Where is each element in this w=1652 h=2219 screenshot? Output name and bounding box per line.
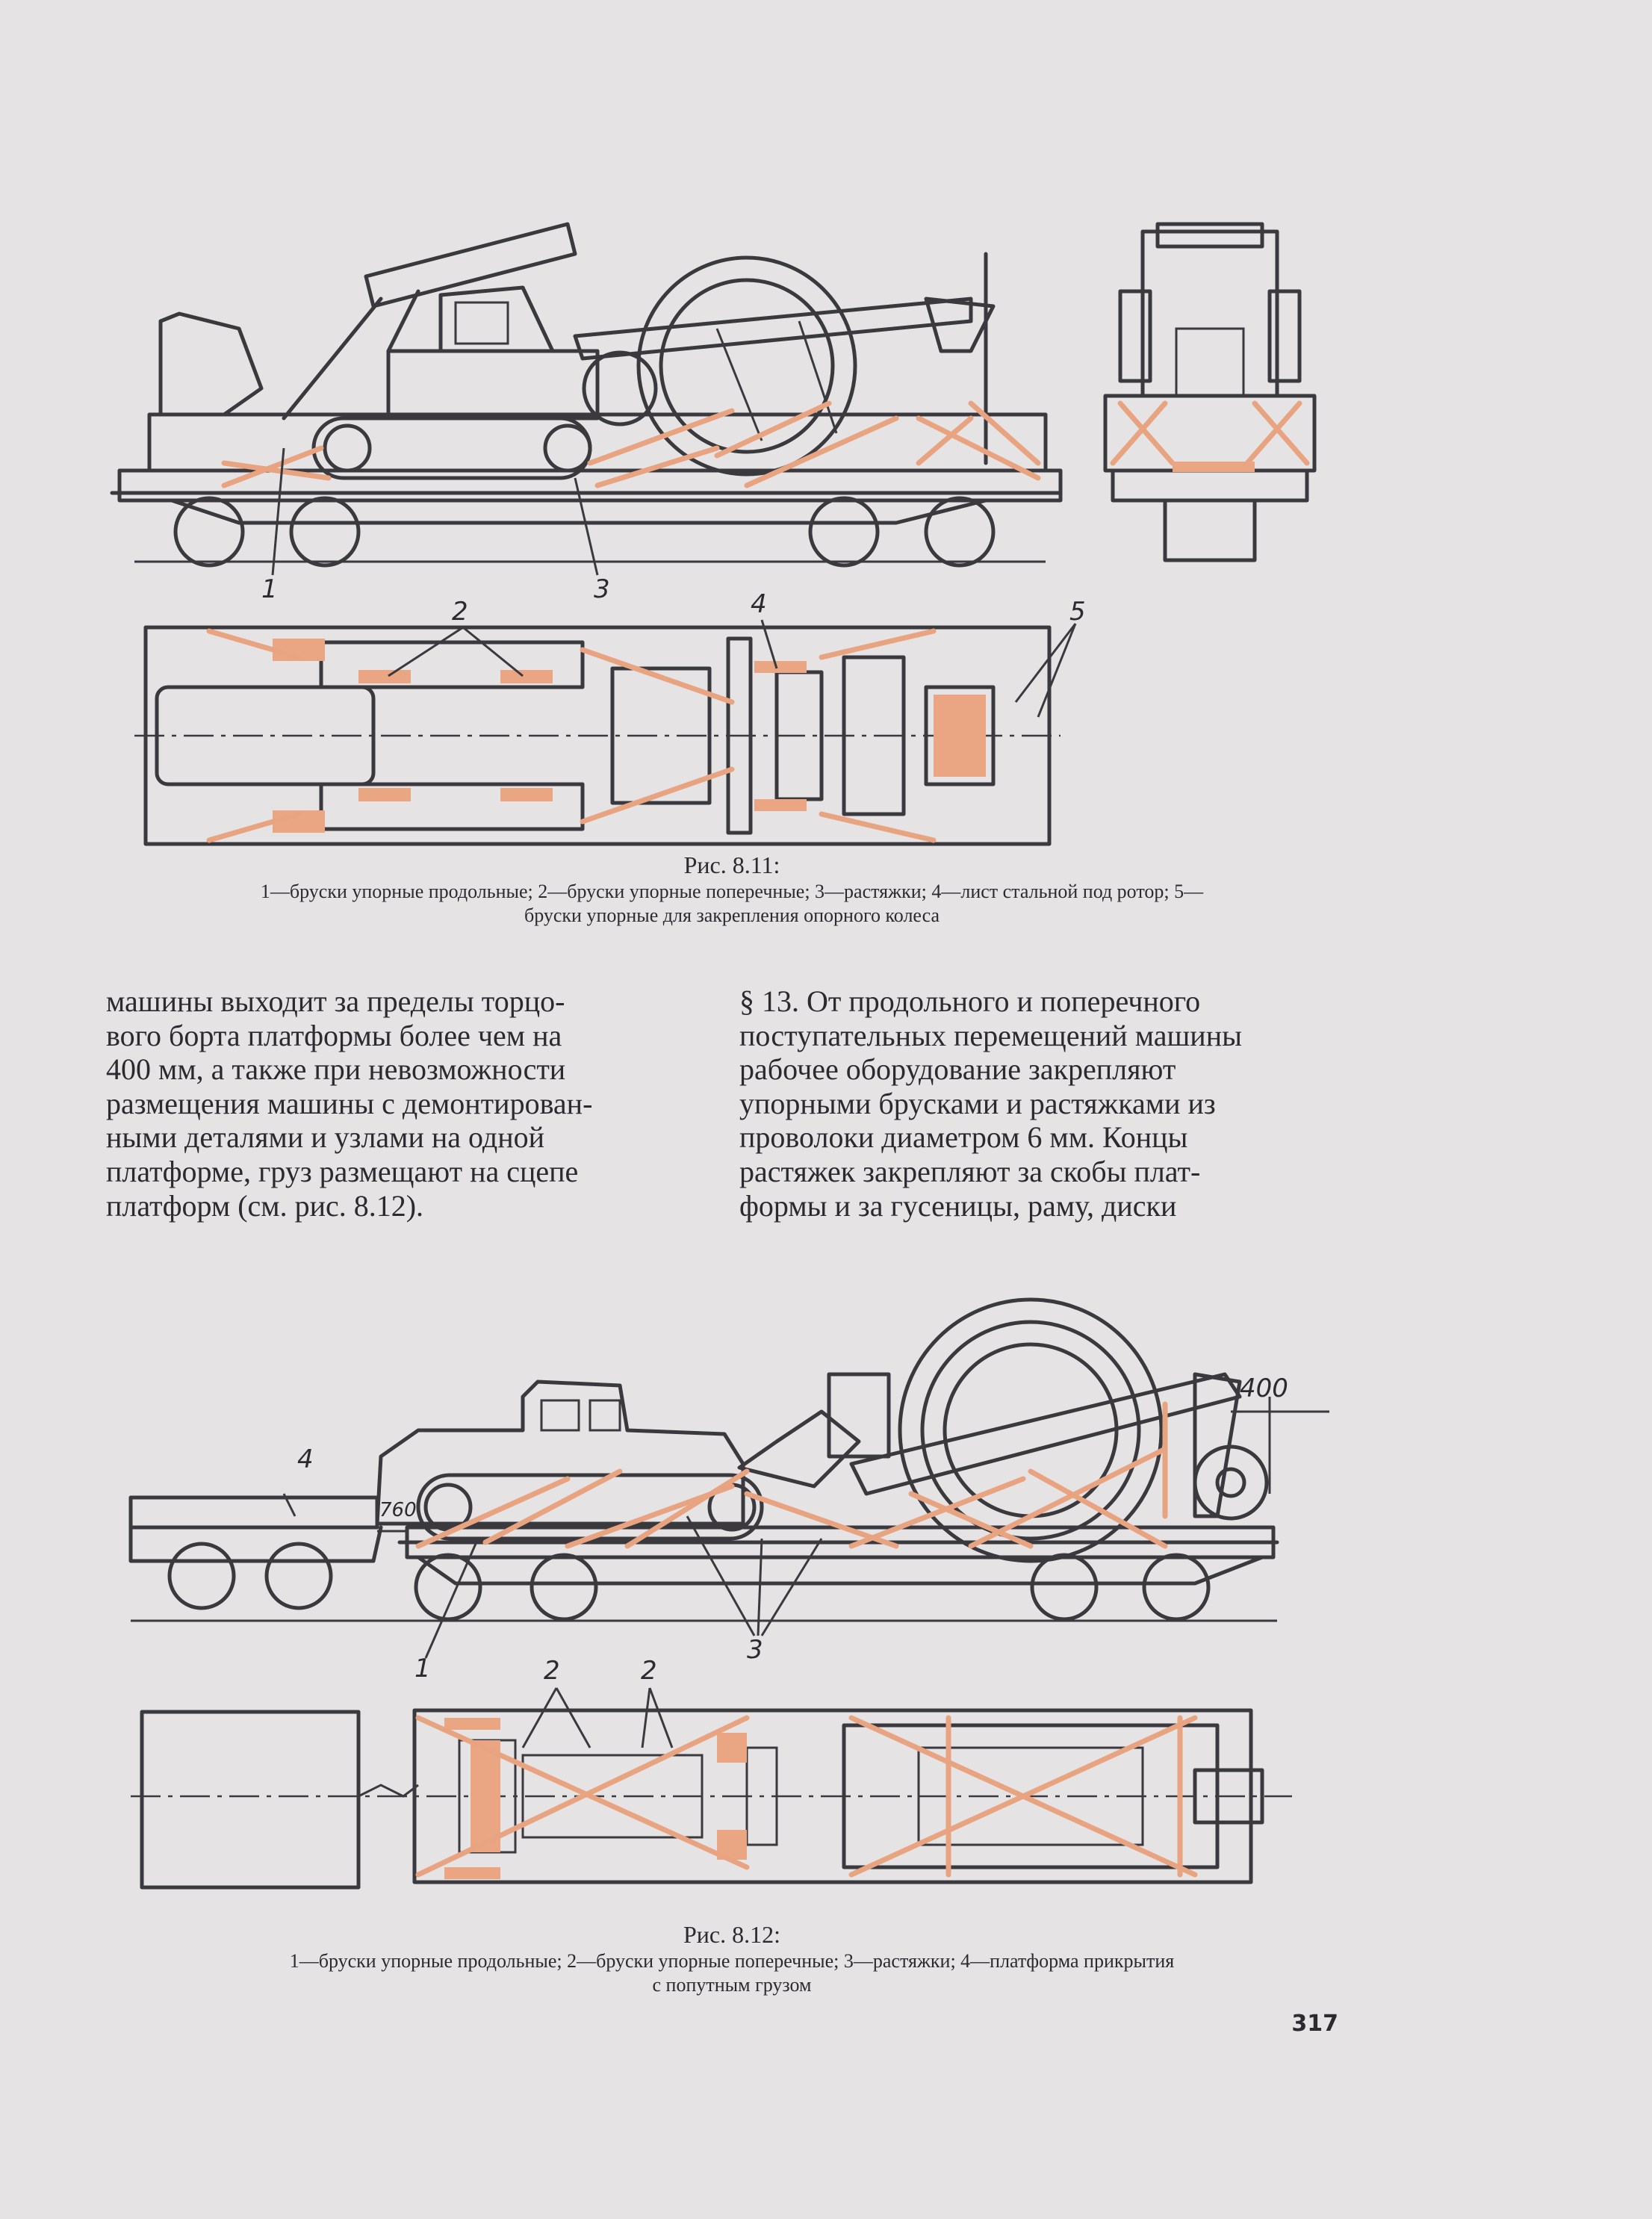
page-number: 317 (1291, 2011, 1338, 2037)
fig811-end-view (1103, 222, 1317, 562)
fig811-caption-line1: 1—бруски упорные продольные; 2—бруски уп… (260, 881, 1204, 902)
fig811-side-view (110, 222, 1063, 576)
fig812-caption-line2: с попутным грузом (652, 1974, 812, 1996)
fig811-callout-1: 1 (261, 574, 278, 604)
fig812-callout-1: 1 (414, 1654, 431, 1683)
fig812-callout-3: 3 (747, 1635, 763, 1665)
body-text-left-column: машины выходит за пределы торцо- вого бо… (106, 984, 593, 1223)
fig812-dim-400: 400 (1240, 1374, 1288, 1403)
fig812-callout-2a: 2 (544, 1656, 560, 1686)
fig811-callout-5: 5 (1069, 597, 1086, 627)
fig812-callout-4: 4 (297, 1444, 314, 1474)
fig811-caption: Рис. 8.11: 1—бруски упорные продольные; … (97, 850, 1367, 928)
fig811-caption-title: Рис. 8.11: (683, 851, 780, 878)
fig811-plan-view (134, 619, 1077, 846)
fig812-dim-760: 760 (379, 1499, 417, 1521)
figure-8-11: 1 3 (0, 0, 1652, 971)
fig811-callout-4: 4 (751, 589, 767, 619)
fig812-caption-line1: 1—бруски упорные продольные; 2—бруски уп… (289, 1950, 1175, 1972)
fig812-plan-view (131, 1687, 1292, 1890)
fig811-caption-line2: бруски упорные для закрепления опорного … (524, 904, 940, 926)
fig811-callout-3: 3 (594, 574, 610, 604)
fig811-callout-2: 2 (452, 597, 468, 627)
fig812-caption: Рис. 8.12: 1—бруски упорные продольные; … (97, 1919, 1367, 1997)
fig812-side-view (128, 1297, 1329, 1659)
fig812-callout-2b: 2 (641, 1656, 657, 1686)
figure-8-12: 4 760 400 1 3 2 2 (0, 1270, 1652, 1942)
fig812-caption-title: Рис. 8.12: (683, 1921, 780, 1948)
body-text-right-column: § 13. От продольного и поперечного посту… (739, 984, 1242, 1223)
